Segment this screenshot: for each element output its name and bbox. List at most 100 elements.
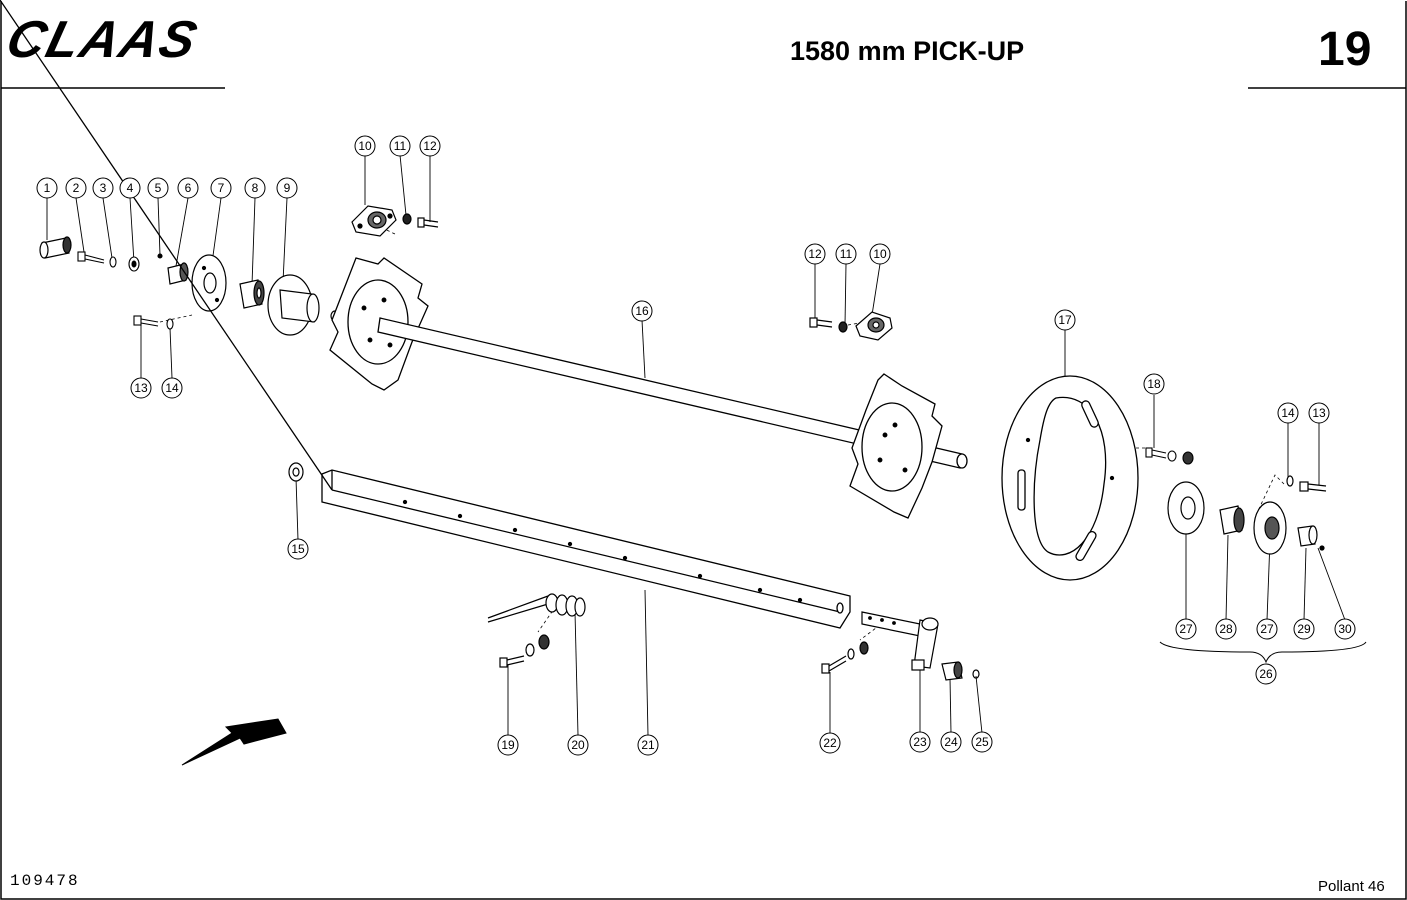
drawing-number: 109478 — [10, 872, 80, 890]
callout-circle-27 — [1175, 618, 1197, 640]
callout-number-27: 27 — [1260, 622, 1274, 636]
callout-circle-23 — [909, 731, 931, 753]
callout-number-1: 1 — [44, 181, 51, 195]
part-bearing-housing-top — [351, 205, 439, 237]
callout-number-6: 6 — [185, 181, 192, 195]
part-bolt-left — [133, 315, 174, 330]
page-title: 1580 mm PICK-UP — [790, 36, 1025, 66]
callout-number-18: 18 — [1147, 377, 1161, 391]
callout-circle-30 — [1334, 618, 1356, 640]
callout-number-26: 26 — [1259, 667, 1273, 681]
callout-number-23: 23 — [913, 735, 927, 749]
callout-circle-14 — [1277, 402, 1299, 424]
callout-circle-19 — [497, 734, 519, 756]
callout-number-16: 16 — [635, 304, 649, 318]
part-flange-plate — [191, 254, 227, 312]
callout-number-14: 14 — [165, 381, 179, 395]
callout-circle-14 — [161, 377, 183, 399]
callout-circle-27 — [1256, 618, 1278, 640]
callout-circle-13 — [130, 377, 152, 399]
callout-number-28: 28 — [1219, 622, 1233, 636]
part-bolt — [77, 251, 105, 264]
callout-number-3: 3 — [100, 181, 107, 195]
part-spring — [487, 593, 586, 668]
callout-circle-10 — [354, 135, 376, 157]
part-angle-bar — [0, 0, 851, 629]
callout-circle-11 — [835, 243, 857, 265]
callout-circle-4 — [119, 177, 141, 199]
callout-circle-12 — [419, 135, 441, 157]
callout-circle-28 — [1215, 618, 1237, 640]
callout-number-30: 30 — [1338, 622, 1352, 636]
callout-number-9: 9 — [284, 181, 291, 195]
callout-number-17: 17 — [1058, 313, 1072, 327]
callout-number-24: 24 — [944, 735, 958, 749]
callout-circle-26 — [1255, 663, 1277, 685]
leader-lines — [46, 154, 1346, 736]
callout-circle-24 — [940, 731, 962, 753]
callout-circle-3 — [92, 177, 114, 199]
part-bearing-large — [239, 279, 265, 309]
callout-number-13: 13 — [1312, 406, 1326, 420]
callout-number-12: 12 — [808, 247, 822, 261]
part-crank-arm — [821, 611, 980, 681]
part-cam-ring — [1001, 375, 1139, 581]
part-washers — [109, 253, 163, 272]
callout-circle-16 — [631, 300, 653, 322]
part-shaft-with-plates — [329, 257, 968, 519]
callout-circle-21 — [637, 734, 659, 756]
callout-number-29: 29 — [1297, 622, 1311, 636]
callout-circle-7 — [210, 177, 232, 199]
callout-circle-5 — [147, 177, 169, 199]
callout-circle-15 — [287, 538, 309, 560]
callout-circle-17 — [1054, 309, 1076, 331]
callout-number-2: 2 — [73, 181, 80, 195]
callout-circle-20 — [567, 734, 589, 756]
part-hub — [267, 274, 340, 336]
callout-circle-11 — [389, 135, 411, 157]
callout-number-27: 27 — [1179, 622, 1193, 636]
callout-circle-2 — [65, 177, 87, 199]
direction-arrow-icon — [181, 718, 287, 766]
callout-circle-29 — [1293, 618, 1315, 640]
callout-circle-13 — [1308, 402, 1330, 424]
part-washer-15 — [288, 462, 304, 482]
callout-number-11: 11 — [840, 247, 853, 261]
assembly-bracket — [1159, 641, 1367, 664]
callout-circle-1 — [36, 177, 58, 199]
callout-number-19: 19 — [501, 738, 515, 752]
callout-number-10: 10 — [358, 139, 372, 153]
callout-circle-22 — [819, 732, 841, 754]
callout-number-13: 13 — [134, 381, 148, 395]
callout-number-14: 14 — [1281, 406, 1295, 420]
callout-number-25: 25 — [975, 735, 989, 749]
page-number: 19 — [1318, 23, 1372, 76]
part-bearing-housing-mid — [809, 311, 893, 341]
callout-circle-6 — [177, 177, 199, 199]
callout-circle-8 — [244, 177, 266, 199]
callout-number-12: 12 — [423, 139, 437, 153]
callout-number-20: 20 — [571, 738, 585, 752]
callout-circle-25 — [971, 731, 993, 753]
callout-number-5: 5 — [155, 181, 162, 195]
callout-number-11: 11 — [394, 139, 407, 153]
callout-number-8: 8 — [252, 181, 259, 195]
callout-circle-12 — [804, 243, 826, 265]
part-bushing — [39, 236, 72, 259]
callout-circle-9 — [276, 177, 298, 199]
callout-number-10: 10 — [873, 247, 887, 261]
model-name: Pollant 46 — [1318, 878, 1385, 895]
callout-number-15: 15 — [291, 542, 305, 556]
callout-circle-18 — [1143, 373, 1165, 395]
callout-number-21: 21 — [641, 738, 655, 752]
callout-number-4: 4 — [127, 181, 134, 195]
part-bearing-assembly — [1167, 475, 1327, 555]
callout-circle-10 — [869, 243, 891, 265]
callout-number-7: 7 — [218, 181, 225, 195]
part-bolt-18 — [1145, 447, 1194, 465]
callout-number-22: 22 — [823, 736, 837, 750]
